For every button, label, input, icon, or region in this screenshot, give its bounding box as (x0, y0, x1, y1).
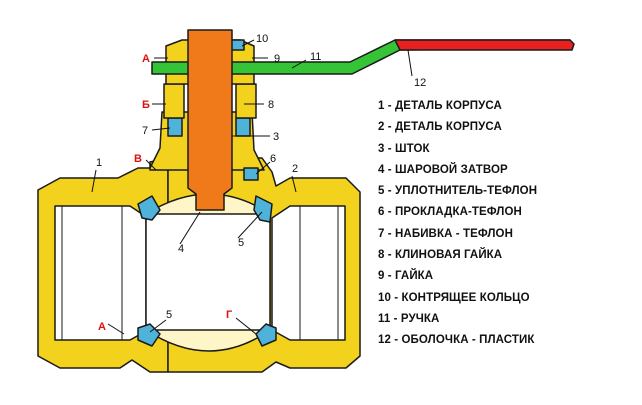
gland-nut-8 (163, 83, 257, 119)
bore (54, 205, 346, 341)
callout-b: Б (142, 99, 150, 111)
thread-lines (61, 206, 339, 340)
legend-item: 1 - ДЕТАЛЬ КОРПУСА (378, 100, 502, 112)
callout-10: 10 (256, 33, 268, 45)
legend-item: 12 - ОБОЛОЧКА - ПЛАСТИК (378, 334, 535, 347)
legend-item: 11 - РУЧКА (378, 312, 440, 325)
number-callouts: 1 2 3 4 5 5 6 7 8 9 10 11 12 (96, 33, 426, 321)
legend-item: 3 - ШТОК (378, 142, 430, 155)
callout-8: 8 (268, 99, 274, 111)
handle-11 (151, 39, 575, 75)
parts-legend: 1 - ДЕТАЛЬ КОРПУСА 2 - ДЕТАЛЬ КОРПУСА 3 … (378, 96, 537, 352)
callout-6: 6 (270, 153, 276, 165)
callout-11: 11 (310, 51, 321, 63)
stem-3 (187, 29, 233, 211)
callout-5-left: 5 (166, 309, 172, 321)
legend-item: 10 - КОНТРЯЩЕЕ КОЛЬЦО (378, 291, 530, 304)
callout-4: 4 (178, 243, 184, 255)
legend-item: 6 - ПРОКЛАДКА-ТЕФЛОН (378, 206, 522, 219)
callout-v: В (134, 153, 142, 165)
callout-5-right: 5 (238, 237, 244, 249)
gasket-6 (243, 167, 259, 181)
callout-12: 12 (414, 77, 426, 89)
legend-item: 9 - ГАЙКА (378, 270, 434, 283)
callout-a-bottom: А (98, 321, 106, 333)
seat-seals (137, 195, 277, 347)
leader-lines (91, 39, 413, 335)
callout-2: 2 (292, 163, 298, 175)
callout-1: 1 (96, 157, 102, 169)
callout-7: 7 (142, 125, 148, 137)
callout-9: 9 (274, 53, 280, 65)
callout-a-top: А (142, 53, 150, 65)
callout-3: 3 (273, 131, 279, 143)
legend-item: 4 - ШАРОВОЙ ЗАТВОР (378, 163, 508, 176)
legend-item: 8 - КЛИНОВАЯ ГАЙКА (378, 249, 503, 262)
letter-callouts: А Б В А Г (98, 53, 233, 333)
ball-closure (145, 193, 271, 352)
legend-item: 2 - ДЕТАЛЬ КОРПУСА (378, 121, 502, 134)
legend-item: 7 - НАБИВКА - ТЕФЛОН (378, 227, 513, 240)
legend-item: 5 - УПЛОТНИТЕЛЬ-ТЕФЛОН (378, 185, 538, 198)
callout-g: Г (226, 309, 233, 321)
